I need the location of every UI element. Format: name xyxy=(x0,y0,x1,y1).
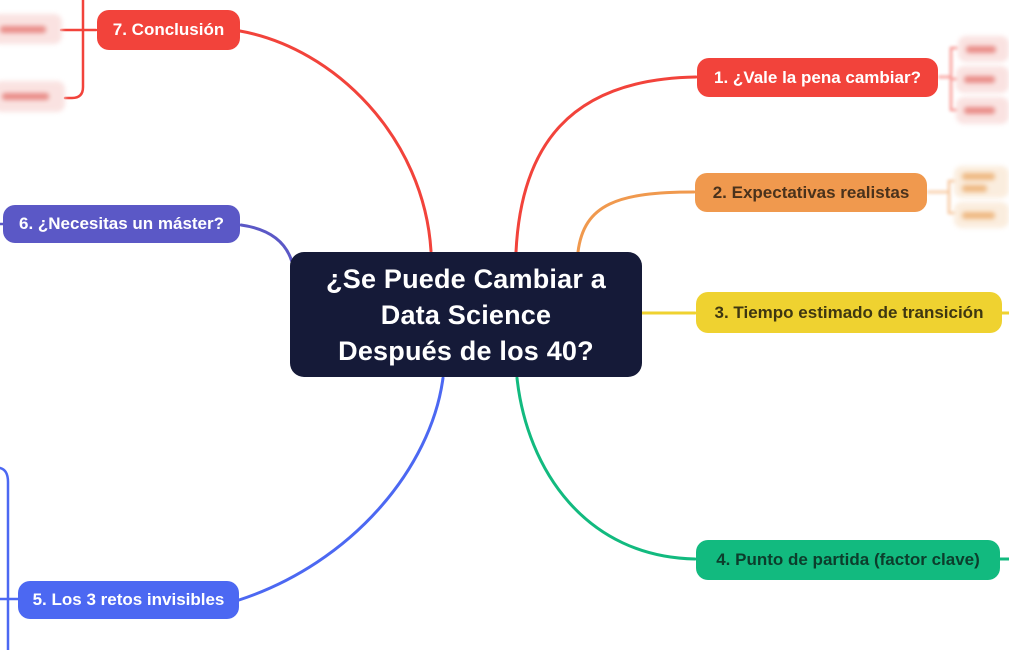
ghost-text-bar xyxy=(2,93,49,100)
faded-child-node[interactable] xyxy=(0,81,65,112)
ghost-text-bar xyxy=(962,211,996,219)
bracket-branch-5-children xyxy=(0,466,10,650)
connector-branch-7 xyxy=(238,29,433,253)
branch-node-4[interactable]: 4. Punto de partida (factor clave) xyxy=(696,540,1000,580)
connector-branch-5 xyxy=(237,376,445,602)
central-topic-line-2: Data Science xyxy=(380,299,552,330)
branch-node-7[interactable]: 7. Conclusión xyxy=(97,10,240,50)
faded-bracket-branch-1 xyxy=(937,46,959,112)
connector-branch-1 xyxy=(514,75,698,254)
central-topic-line-1: ¿Se Puede Cambiar a xyxy=(326,263,606,294)
ghost-text-bar xyxy=(964,107,996,114)
faded-child-node[interactable] xyxy=(954,202,1009,228)
faded-child-node[interactable] xyxy=(958,36,1009,62)
ghost-text-bar xyxy=(966,45,996,53)
connector-branch-6 xyxy=(239,223,294,264)
branch-node-2[interactable]: 2. Expectativas realistas xyxy=(695,173,927,212)
faded-child-node[interactable] xyxy=(956,66,1009,93)
branch-node-5[interactable]: 5. Los 3 retos invisibles xyxy=(18,581,239,619)
faded-bracket-branch-2 xyxy=(926,179,957,215)
central-topic-line-3: Después de los 40? xyxy=(338,335,594,366)
bracket-branch-7-children xyxy=(63,0,85,100)
ghost-text-bar xyxy=(962,172,996,180)
faded-child-node[interactable] xyxy=(0,14,62,44)
branch-node-3[interactable]: 3. Tiempo estimado de transición xyxy=(696,292,1002,333)
ghost-text-bar xyxy=(0,25,46,33)
connector-branch-4 xyxy=(515,376,697,561)
branch-node-1[interactable]: 1. ¿Vale la pena cambiar? xyxy=(697,58,938,97)
connector-branch-2 xyxy=(576,190,696,254)
branch-node-6[interactable]: 6. ¿Necesitas un máster? xyxy=(3,205,240,243)
faded-child-node[interactable] xyxy=(956,97,1009,124)
faded-child-node[interactable] xyxy=(954,166,1009,198)
central-topic-node[interactable]: ¿Se Puede Cambiar a Data Science Después… xyxy=(290,252,642,377)
ghost-text-bar xyxy=(964,76,996,83)
ghost-text-bar xyxy=(962,184,988,192)
